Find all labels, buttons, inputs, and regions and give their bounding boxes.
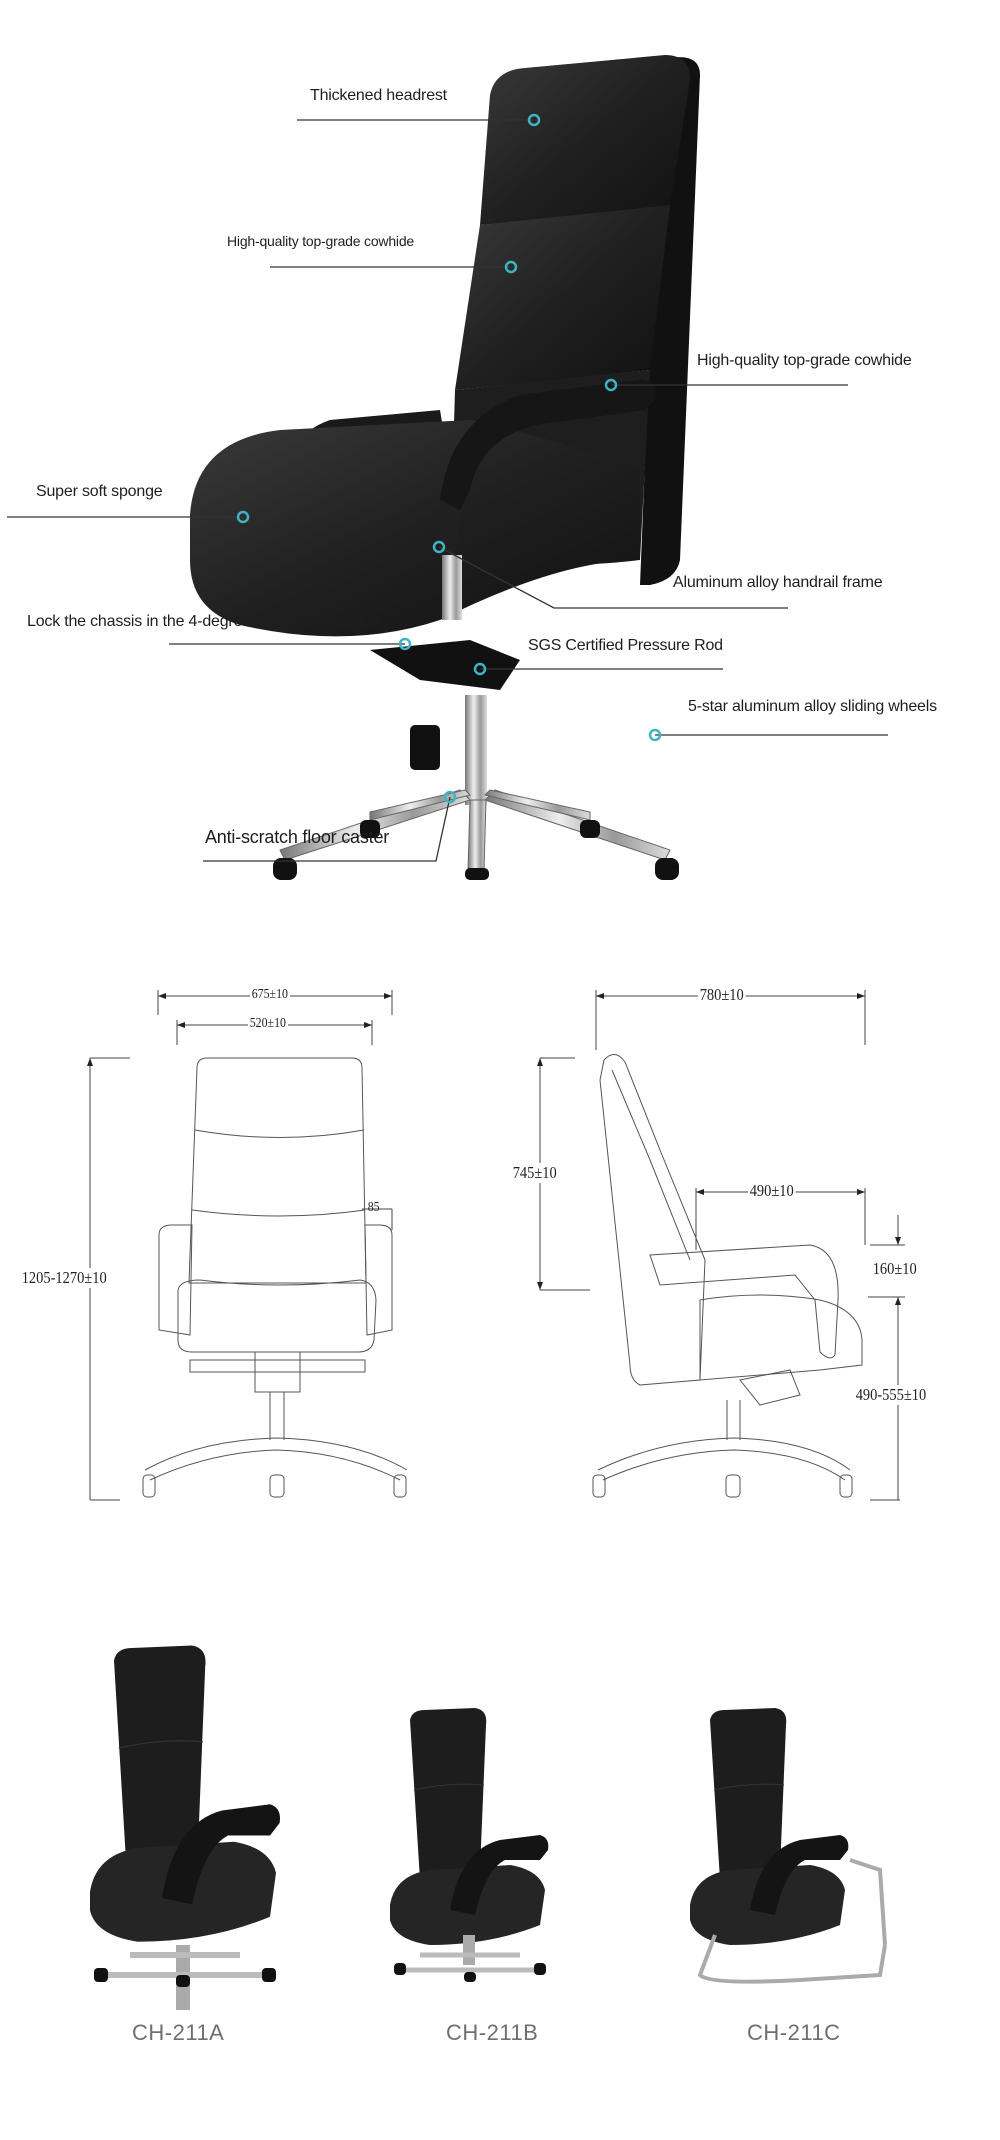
callout-floor-caster: Anti-scratch floor caster xyxy=(205,827,390,847)
callout-handrail: Aluminum alloy handrail frame xyxy=(673,574,883,591)
callout-cowhide-arm: High-quality top-grade cowhide xyxy=(697,352,912,369)
dimension-drawings xyxy=(87,990,905,1501)
callout-headrest: Thickened headrest xyxy=(310,87,447,104)
model-b-image xyxy=(389,1707,549,1982)
callout-cowhide-back: High-quality top-grade cowhide xyxy=(227,233,414,249)
model-c-image xyxy=(689,1707,887,1984)
callout-leader-lines xyxy=(7,119,888,862)
dim-seat-height: 490-555±10 xyxy=(854,1385,928,1405)
callout-sponge: Super soft sponge xyxy=(36,483,163,500)
dim-seat-depth: 490±10 xyxy=(748,1181,796,1201)
callout-dots xyxy=(236,113,662,804)
callout-chassis: Lock the chassis in the 4-degree backwar… xyxy=(27,613,380,630)
dim-overall-depth: 780±10 xyxy=(698,985,746,1005)
model-label-a: CH-211A xyxy=(132,2020,225,2045)
callout-sliding-wheels: 5-star aluminum alloy sliding wheels xyxy=(688,698,937,715)
model-a-image xyxy=(89,1644,281,2010)
dim-back-height: 745±10 xyxy=(511,1163,559,1183)
chair-photo xyxy=(190,55,700,880)
model-label-b: CH-211B xyxy=(446,2020,539,2045)
callout-pressure-rod: SGS Certified Pressure Rod xyxy=(528,637,723,654)
chair-feature-illustration xyxy=(7,55,888,880)
dim-overall-width: 675±10 xyxy=(250,987,290,1003)
dim-arm-offset: 85 xyxy=(367,1200,380,1215)
dim-arm-height: 160±10 xyxy=(871,1259,919,1279)
dim-back-width: 520±10 xyxy=(248,1016,288,1032)
side-view-outline xyxy=(592,1054,863,1498)
dim-overall-height: 1205-1270±10 xyxy=(20,1268,109,1288)
model-variants xyxy=(89,1644,887,2010)
front-view-outline xyxy=(142,1057,408,1498)
caster-wheels xyxy=(273,820,679,880)
model-label-c: CH-211C xyxy=(747,2020,841,2045)
